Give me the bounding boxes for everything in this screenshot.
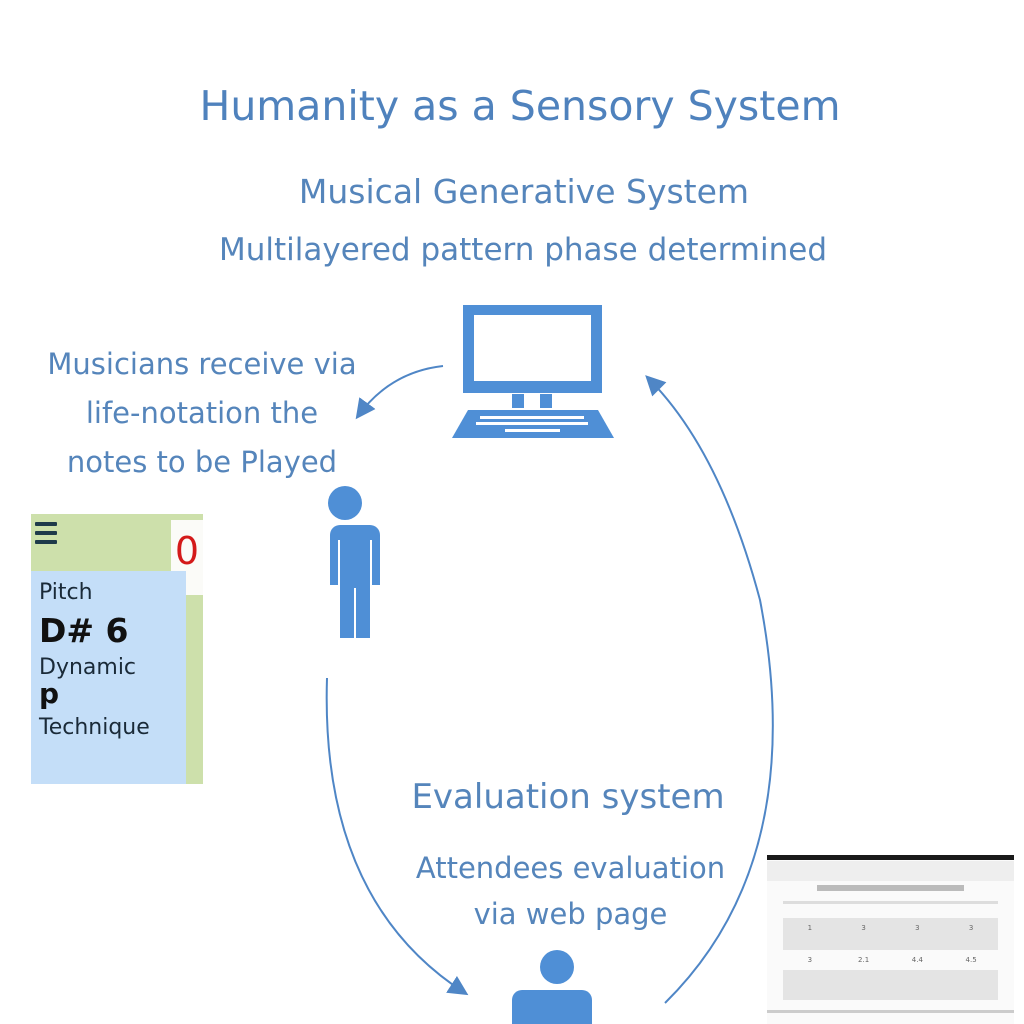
- evaluation-heading: Evaluation system: [411, 777, 725, 817]
- arrow-musician-to-attendee: [325, 677, 469, 996]
- diagram-title: Humanity as a Sensory System: [199, 82, 841, 130]
- caption-line: life-notation the: [85, 396, 319, 430]
- arrow-computer-to-musicians: [355, 365, 444, 420]
- attendee-person-icon: [512, 950, 592, 1024]
- rating-cell: 3: [915, 924, 920, 932]
- arrow-evaluation-to-computer: [645, 375, 774, 1004]
- pitch-label: Pitch: [39, 580, 93, 605]
- generative-system-heading: Musical Generative System: [298, 172, 750, 211]
- rating-cell: 3: [861, 924, 866, 932]
- rating-cell: 1: [807, 924, 813, 932]
- notation-panel: Pitch D# 6 Dynamic p Technique: [31, 571, 186, 784]
- rating-row: 1 3 3 3: [783, 918, 998, 950]
- webpage-text-placeholder: [783, 901, 998, 904]
- caption-line: notes to be Played: [66, 445, 338, 479]
- musicians-caption: Musicians receive via life-notation the …: [22, 340, 382, 487]
- rating-row: [783, 970, 998, 1000]
- dynamic-value: p: [39, 677, 60, 710]
- browser-titlebar: [767, 855, 1014, 860]
- rating-cell: 4.4: [911, 956, 923, 964]
- computer-icon: [452, 305, 614, 438]
- dynamic-label: Dynamic: [39, 655, 137, 680]
- caption-line: Musicians receive via: [47, 347, 357, 381]
- webpage-footer-placeholder: [767, 1010, 1014, 1013]
- caption-line: via web page: [473, 897, 668, 931]
- browser-address-bar: [767, 861, 1014, 881]
- generative-system-subheading: Multilayered pattern phase determined: [218, 232, 827, 268]
- technique-label: Technique: [39, 715, 150, 740]
- rating-cell: 2.1: [858, 956, 870, 964]
- evaluation-webpage-screenshot: 1 3 3 3 3 2.1 4.4 4.5: [767, 855, 1014, 1024]
- musician-person-icon: [320, 486, 380, 638]
- notation-phone-screen: 0 Pitch D# 6 Dynamic p Technique: [31, 514, 203, 784]
- rating-row: 3 2.1 4.4 4.5: [783, 950, 998, 970]
- webpage-heading-placeholder: [817, 885, 964, 891]
- rating-cell: 3: [968, 924, 974, 932]
- hamburger-menu-icon[interactable]: [35, 522, 57, 549]
- rating-cell: 4.5: [965, 956, 977, 964]
- rating-cell: 3: [807, 956, 813, 964]
- pitch-value: D# 6: [39, 611, 129, 650]
- evaluation-caption: Attendees evaluation via web page: [408, 845, 733, 937]
- caption-line: Attendees evaluation: [415, 851, 726, 885]
